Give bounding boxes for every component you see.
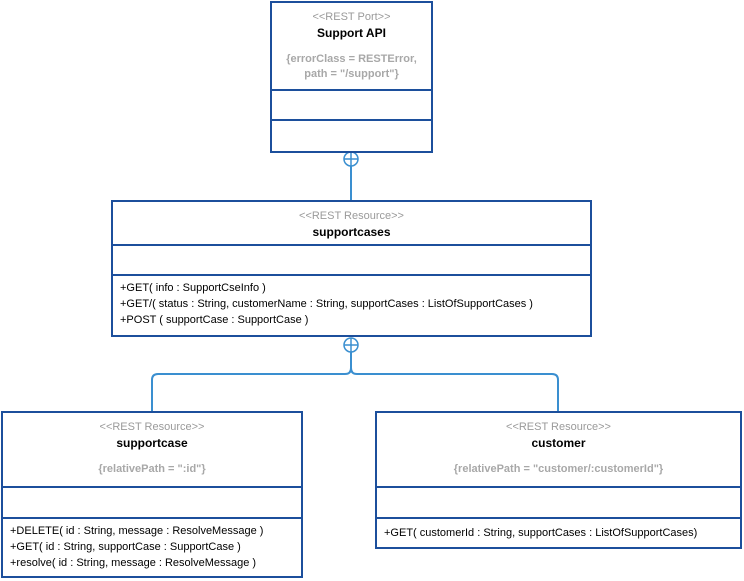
operation: +GET( id : String, supportCase : Support… — [10, 541, 241, 553]
stereotype-label: <<REST Resource>> — [99, 421, 205, 433]
stereotype-label: <<REST Resource>> — [506, 421, 611, 433]
attributes-compartment — [272, 91, 431, 121]
operation: +resolve( id : String, message : Resolve… — [10, 557, 257, 569]
operation: +GET( customerId : String, supportCases … — [384, 527, 698, 539]
operations-compartment — [272, 121, 431, 151]
nesting-connector-supportcases-children — [151, 337, 559, 412]
class-name: customer — [531, 436, 586, 450]
operation: +GET( info : SupportCseInfo ) — [120, 282, 266, 294]
operation: +POST ( supportCase : SupportCase ) — [120, 314, 309, 326]
operation: +DELETE( id : String, message : ResolveM… — [10, 525, 264, 537]
stereotype-label: <<REST Port>> — [312, 11, 391, 23]
class-supportcase[interactable]: <<REST Resource>> supportcase {relativeP… — [1, 411, 303, 578]
class-customer[interactable]: <<REST Resource>> customer {relativePath… — [375, 411, 742, 549]
operations-compartment: +GET( customerId : String, supportCases … — [377, 519, 740, 541]
operation: +GET/( status : String, customerName : S… — [120, 298, 533, 310]
attributes-compartment — [377, 488, 740, 519]
nesting-anchor-icon — [343, 151, 359, 167]
operations-compartment: +DELETE( id : String, message : ResolveM… — [3, 519, 301, 571]
tagged-values: {relativePath = "customer/:customerId"} — [453, 463, 664, 475]
class-support-api[interactable]: <<REST Port>> Support API {errorClass = … — [270, 1, 433, 153]
attributes-compartment — [3, 488, 301, 519]
class-header: <<REST Resource>> supportcases — [113, 202, 590, 246]
class-name: supportcases — [312, 225, 391, 239]
tagged-values: {relativePath = ":id"} — [98, 463, 206, 475]
operations-compartment: +GET( info : SupportCseInfo ) +GET/( sta… — [113, 276, 590, 328]
class-supportcases[interactable]: <<REST Resource>> supportcases +GET( inf… — [111, 200, 592, 337]
attributes-compartment — [113, 246, 590, 276]
tagged-values: {errorClass = RESTError, path = "/suppor… — [286, 53, 417, 80]
class-name: supportcase — [116, 436, 188, 450]
class-name: Support API — [317, 26, 386, 40]
stereotype-label: <<REST Resource>> — [299, 210, 404, 222]
class-header: <<REST Port>> Support API {errorClass = … — [272, 3, 431, 91]
nesting-anchor-icon — [343, 337, 359, 353]
nesting-connector-api-supportcases — [343, 151, 359, 201]
class-header: <<REST Resource>> supportcase {relativeP… — [3, 413, 301, 488]
class-header: <<REST Resource>> customer {relativePath… — [377, 413, 740, 488]
